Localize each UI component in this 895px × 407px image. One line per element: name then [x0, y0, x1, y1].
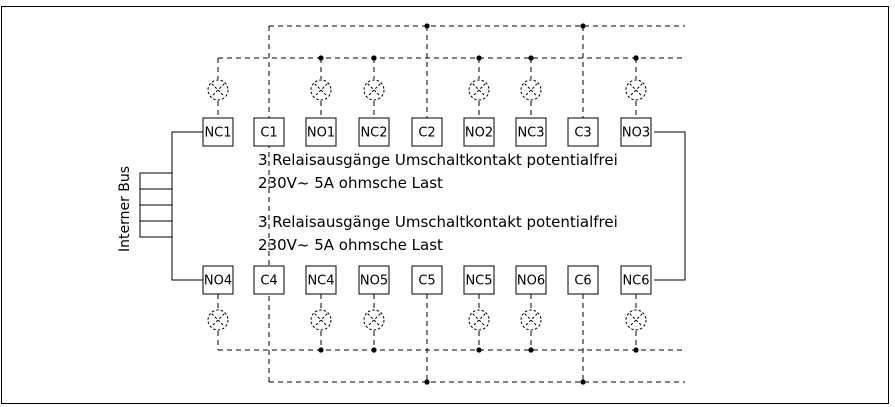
- terminal-label: C1: [260, 126, 277, 141]
- junction-dot: [633, 55, 639, 61]
- lamp-icon: [520, 309, 542, 331]
- description-bottom-line1: 3 Relaisausgänge Umschaltkontakt potenti…: [258, 213, 618, 231]
- junction-dot: [371, 347, 377, 353]
- junction-dot: [476, 55, 482, 61]
- junction-dot: [424, 379, 430, 385]
- terminal-label: NO4: [204, 274, 232, 289]
- junction-dot: [476, 347, 482, 353]
- terminal-box: [463, 117, 495, 147]
- terminal-top-no2: NO2: [463, 117, 495, 147]
- terminal-label: NC5: [465, 274, 492, 289]
- terminal-box: [620, 117, 652, 147]
- terminal-row-bottom: NO4 C4 NC4 NO5 C5 NC5 NO6 C6 NC6: [202, 265, 652, 295]
- terminal-box: [515, 265, 547, 295]
- junction-dot: [528, 55, 534, 61]
- terminal-label: C3: [574, 126, 591, 141]
- terminal-label: C5: [418, 274, 435, 289]
- junction-dot: [528, 347, 534, 353]
- terminal-box: [515, 117, 547, 147]
- terminal-label: NC6: [622, 274, 649, 289]
- description-bottom-line2: 230V~ 5A ohmsche Last: [258, 236, 443, 254]
- terminal-top-c3: C3: [567, 117, 599, 147]
- terminal-bottom-nc6: NC6: [620, 265, 652, 295]
- terminal-bottom-c5: C5: [411, 265, 443, 295]
- junction-dot: [633, 347, 639, 353]
- lamp-icon: [363, 309, 385, 331]
- description-top-line1: 3 Relaisausgänge Umschaltkontakt potenti…: [258, 151, 618, 169]
- terminal-box: [253, 265, 285, 295]
- lamp-icon: [468, 79, 490, 101]
- terminal-bottom-c4: C4: [253, 265, 285, 295]
- terminal-box: [305, 265, 337, 295]
- terminal-top-c2: C2: [411, 117, 443, 147]
- terminal-box: [305, 117, 337, 147]
- junction-dot: [318, 347, 324, 353]
- terminal-top-nc1: NC1: [202, 117, 234, 147]
- description-top-line2: 230V~ 5A ohmsche Last: [258, 174, 443, 192]
- lamp-icon: [310, 309, 332, 331]
- terminal-box: [358, 265, 390, 295]
- external-wiring: [217, 25, 685, 383]
- junction-dot: [318, 55, 324, 61]
- terminal-box: [202, 265, 234, 295]
- junction-dot: [580, 379, 586, 385]
- lamp-icon: [468, 309, 490, 331]
- lamp-icon: [625, 79, 647, 101]
- terminal-box: [411, 265, 443, 295]
- terminal-label: NO6: [517, 274, 545, 289]
- internal-bus-connector: [139, 172, 173, 238]
- bus-label: Interner Bus: [117, 166, 133, 252]
- terminal-box: [463, 265, 495, 295]
- lamp-icon: [207, 309, 229, 331]
- terminal-box: [620, 265, 652, 295]
- terminal-bottom-nc5: NC5: [463, 265, 495, 295]
- terminal-label: NO3: [622, 126, 650, 141]
- terminal-box: [202, 117, 234, 147]
- terminal-bottom-no6: NO6: [515, 265, 547, 295]
- outer-frame: [1, 6, 889, 404]
- terminal-box: [567, 265, 599, 295]
- terminal-label: NO5: [360, 274, 388, 289]
- lamp-icon: [310, 79, 332, 101]
- terminal-bottom-nc4: NC4: [305, 265, 337, 295]
- junction-dot: [580, 23, 586, 29]
- terminal-box: [253, 117, 285, 147]
- terminal-box: [411, 117, 443, 147]
- terminal-bottom-no4: NO4: [202, 265, 234, 295]
- lamp-icon: [520, 79, 542, 101]
- terminal-top-no3: NO3: [620, 117, 652, 147]
- terminal-bottom-no5: NO5: [358, 265, 390, 295]
- terminal-label: NC3: [517, 126, 544, 141]
- terminal-label: C4: [260, 274, 277, 289]
- terminal-box: [358, 117, 390, 147]
- junction-dot: [424, 23, 430, 29]
- terminal-label: C2: [418, 126, 435, 141]
- terminal-top-nc2: NC2: [358, 117, 390, 147]
- terminal-label: NO2: [465, 126, 493, 141]
- junction-dots: [318, 23, 639, 385]
- terminal-label: NC2: [360, 126, 387, 141]
- terminal-bottom-c6: C6: [567, 265, 599, 295]
- terminal-top-no1: NO1: [305, 117, 337, 147]
- terminal-label: NO1: [307, 126, 335, 141]
- lamp-icon: [207, 79, 229, 101]
- terminal-label: C6: [574, 274, 591, 289]
- lamp-icon: [363, 79, 385, 101]
- junction-dot: [371, 55, 377, 61]
- terminal-top-c1: C1: [253, 117, 285, 147]
- lamp-group: [207, 79, 647, 331]
- terminal-label: NC4: [307, 274, 334, 289]
- terminal-box: [567, 117, 599, 147]
- terminal-row-top: NC1 C1 NO1 NC2 C2 NO2 NC3 C3 NO3: [202, 117, 652, 147]
- terminal-top-nc3: NC3: [515, 117, 547, 147]
- lamp-icon: [625, 309, 647, 331]
- terminal-label: NC1: [204, 126, 231, 141]
